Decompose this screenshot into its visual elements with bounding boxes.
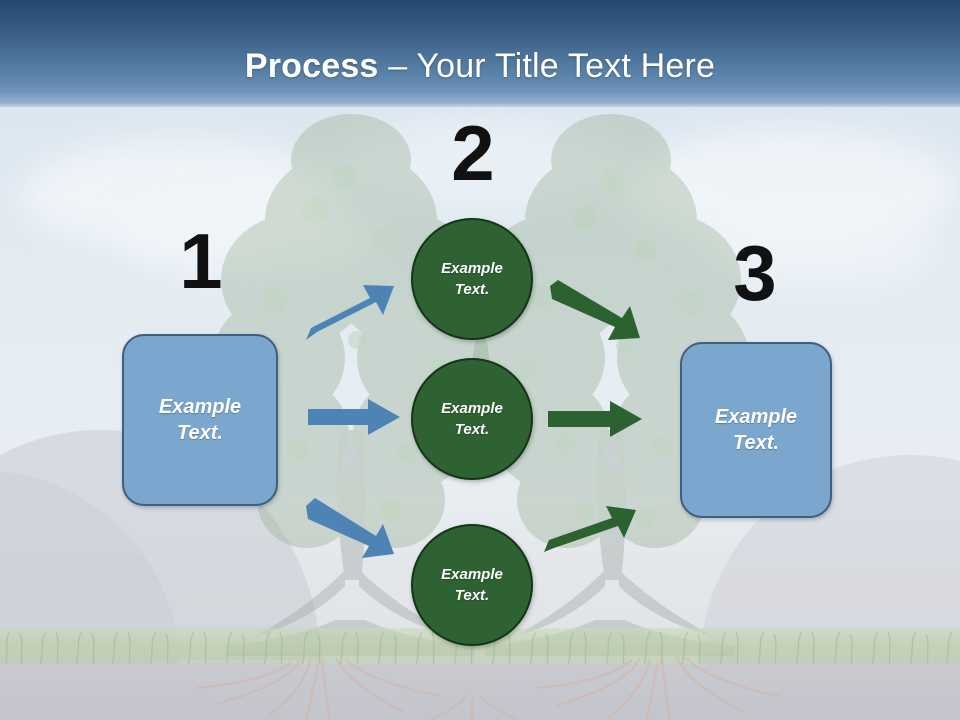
process-circle-bottom[interactable]: Example Text. [411,524,533,646]
arrow-green-down-right[interactable] [544,280,646,354]
process-circle-bottom-label: Example Text. [441,566,503,604]
page-title: Process – Your Title Text Here [0,46,960,86]
step-number-3: 3 [733,229,777,317]
process-circle-middle[interactable]: Example Text. [411,358,533,480]
cloud-decoration [700,210,940,290]
arrow-blue-down-right[interactable] [300,498,400,572]
step-number-1: 1 [179,217,223,305]
tree-roots-illustration [195,655,781,720]
arrow-green-right[interactable] [546,400,644,438]
underground-soil [0,664,960,720]
page-title-strong: Process [244,47,379,85]
grass-blades [5,631,953,666]
process-box-left-label: Example Text. [158,396,242,444]
page-title-rest: – Your Title Text Here [378,47,716,85]
title-banner [0,0,960,107]
arrow-blue-right[interactable] [306,398,402,436]
arrow-green-up-right[interactable] [540,504,640,566]
cloud-decoration [330,120,630,210]
process-box-right[interactable]: Example Text. [680,342,832,518]
arrow-blue-up-right[interactable] [300,278,400,350]
process-circle-top[interactable]: Example Text. [411,218,533,340]
process-box-left[interactable]: Example Text. [122,334,278,506]
step-number-2: 2 [451,109,495,197]
process-circle-top-label: Example Text. [441,260,503,298]
process-circle-middle-label: Example Text. [441,400,503,438]
process-box-right-label: Example Text. [714,406,798,454]
cloud-decoration [120,190,380,280]
